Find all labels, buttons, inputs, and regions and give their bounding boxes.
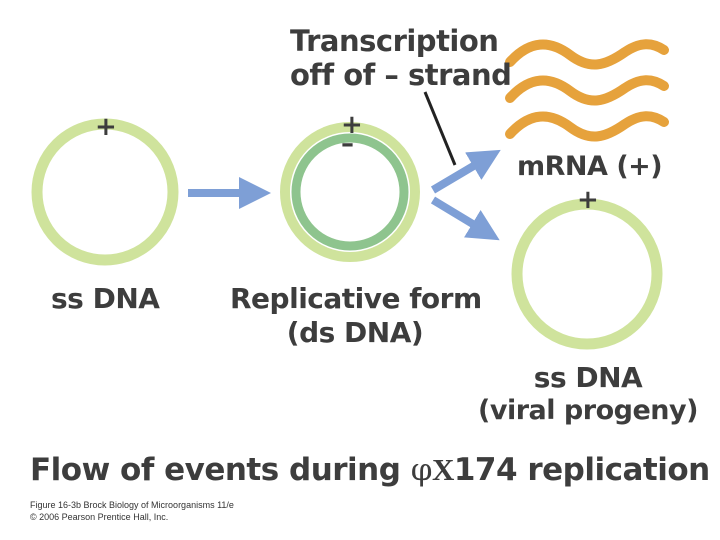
center-plus-sign: + bbox=[341, 110, 363, 140]
ss-dna-left-label: ss DNA bbox=[51, 282, 160, 315]
figure-credit-line1: Figure 16-3b Brock Biology of Microorgan… bbox=[30, 500, 234, 510]
center-minus-sign: – bbox=[341, 129, 354, 159]
mrna-strand-3 bbox=[505, 111, 669, 142]
ss-dna-circle-right bbox=[511, 198, 663, 350]
left-plus-sign: + bbox=[95, 112, 117, 142]
figure-credit-line2: © 2006 Pearson Prentice Hall, Inc. bbox=[30, 512, 169, 522]
replicative-form-label-line1: Replicative form bbox=[230, 282, 482, 315]
title-prefix: Flow of events during bbox=[30, 452, 411, 488]
ss-dna-circle-left bbox=[31, 118, 179, 266]
replicative-form-inner-minus-strand bbox=[291, 133, 409, 251]
mrna-label: mRNA (+) bbox=[517, 151, 663, 182]
mrna-strand-2 bbox=[505, 75, 669, 106]
title-suffix: 174 replication bbox=[453, 452, 710, 488]
arrow-to-viral-progeny bbox=[430, 196, 500, 241]
arrow-to-mrna bbox=[430, 149, 501, 194]
ss-dna-right-label-line2: (viral progeny) bbox=[478, 395, 698, 426]
title-x-symbol: X bbox=[431, 452, 454, 487]
title-phi-symbol: φ bbox=[410, 452, 433, 488]
replicative-form-label-line2: (ds DNA) bbox=[286, 316, 424, 349]
right-plus-sign: + bbox=[577, 185, 599, 215]
transcription-label-line2: off of – strand bbox=[290, 58, 512, 92]
figure-title: Flow of events during φX174 replication bbox=[30, 452, 710, 488]
replicative-form-outer-plus-strand bbox=[280, 122, 420, 262]
transcription-label-line1: Transcription bbox=[290, 24, 499, 58]
ss-dna-right-label-line1: ss DNA bbox=[533, 361, 643, 394]
transcription-pointer-line bbox=[423, 91, 457, 166]
mrna-strand-1 bbox=[505, 39, 669, 70]
